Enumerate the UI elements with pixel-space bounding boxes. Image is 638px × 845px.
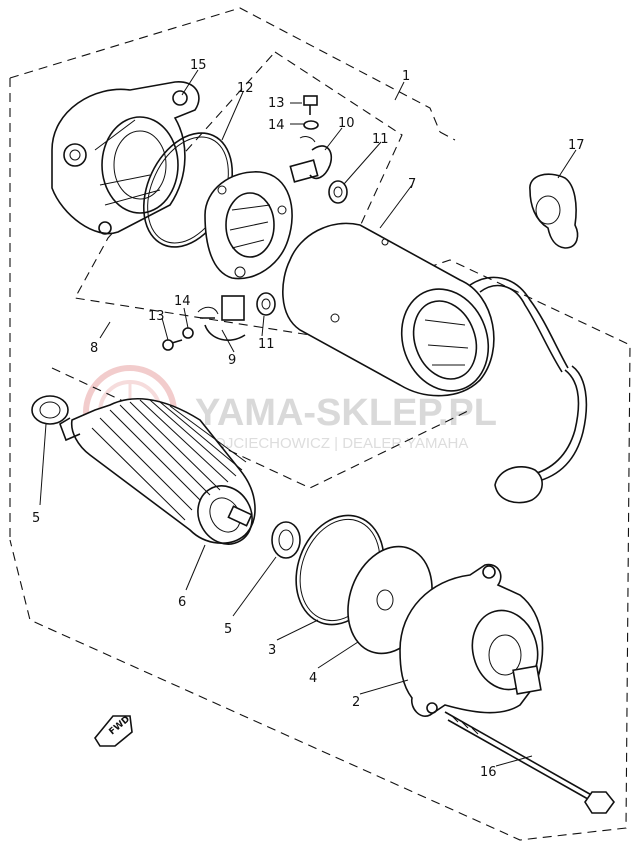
watermark: YAMA-SKLEP.PL WOJCIECHOWICZ | DEALER YAM… (83, 365, 497, 459)
callout-11-lower: 11 (258, 337, 275, 352)
callout-4: 4 (309, 671, 317, 686)
brush-plate-boundary (74, 51, 403, 336)
watermark-title: YAMA-SKLEP.PL (195, 392, 497, 434)
armature (59, 397, 256, 545)
bushing-lower (256, 292, 276, 316)
callout-8: 8 (90, 341, 98, 356)
callout-10: 10 (338, 116, 355, 131)
callout-labels: 1 2 3 4 5 5 6 7 8 9 10 11 11 12 13 13 14… (32, 58, 585, 780)
callout-3: 3 (268, 643, 276, 658)
callout-6: 6 (178, 595, 186, 610)
callout-5-left: 5 (32, 511, 40, 526)
watermark-subtitle: WOJCIECHOWICZ | DEALER YAMAHA (200, 435, 468, 452)
brush-upper (289, 136, 332, 183)
callout-14-lower: 14 (174, 294, 191, 309)
callout-5-right: 5 (224, 622, 232, 637)
callout-16: 16 (480, 765, 497, 780)
yoke-housing (282, 222, 569, 397)
callout-11-upper: 11 (372, 132, 389, 147)
callout-1: 1 (402, 69, 410, 84)
callout-14-upper: 14 (268, 118, 285, 133)
brush-plate (204, 171, 293, 280)
terminal-cap (529, 173, 579, 249)
lead-wire (494, 365, 588, 504)
callout-2: 2 (352, 695, 360, 710)
callout-13-upper: 13 (268, 96, 285, 111)
fwd-arrow-icon: FWD (94, 715, 133, 747)
callout-9: 9 (228, 353, 236, 368)
through-bolt (444, 711, 616, 814)
assembly-boundary (9, 7, 631, 841)
brush-lower (197, 295, 246, 341)
callout-7: 7 (408, 177, 416, 192)
screw-upper (303, 95, 319, 130)
leader-lines (39, 69, 577, 767)
callout-12: 12 (237, 81, 254, 96)
callout-13-lower: 13 (148, 309, 165, 324)
washer-right (271, 521, 301, 559)
bushing-upper (328, 180, 348, 204)
washer-left (31, 395, 69, 425)
front-cover (399, 563, 544, 717)
callout-15: 15 (190, 58, 207, 73)
callout-17: 17 (568, 138, 585, 153)
rear-cover (51, 81, 200, 235)
